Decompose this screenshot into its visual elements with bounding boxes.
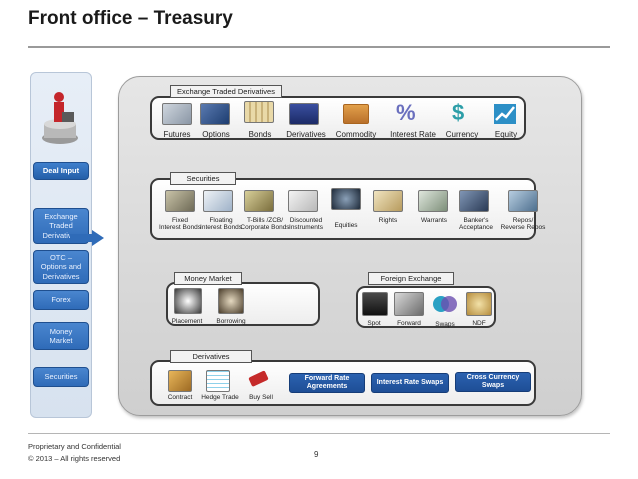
discounted-instruments-label: Discounted Instruments [289,217,323,232]
forward-rate-agreements-button[interactable]: Forward Rate Agreements [289,373,365,393]
futures-label: Futures [163,130,191,139]
repos-icon[interactable] [508,190,538,212]
placement-icon[interactable] [174,288,202,314]
warrants-label: Warrants [420,217,448,224]
person-at-desk-icon [42,92,78,144]
borrowing-label: Borrowing [216,318,246,325]
dollar-icon[interactable]: $ [452,100,465,125]
floating-interest-bonds-label: Floating Interest Bonds [200,217,242,232]
ndf-label: NDF [472,320,486,327]
sidebar-item-securities[interactable]: Securities [33,367,89,387]
spot-label: Spot [367,320,381,327]
rights-icon[interactable] [373,190,403,212]
arrow-stem [70,234,94,242]
right-arrow-icon [92,230,104,246]
forward-label: Forward [397,320,421,327]
repos-label: Repos/ Reverse Repos [500,217,546,232]
section-label-derivatives: Derivatives [170,350,252,363]
percent-icon[interactable]: % [396,100,416,125]
rights-label: Rights [378,217,398,224]
fixed-interest-bonds-label: Fixed Interest Bonds [159,217,201,232]
derivatives-label: Derivatives [286,130,326,139]
buy-sell-label: Buy Sell [249,394,273,401]
cross-currency-swaps-button[interactable]: Cross Currency Swaps [455,372,531,392]
spot-icon[interactable] [362,292,388,316]
footer-text: Proprietary and Confidential © 2013 – Al… [28,441,121,465]
bankers-acceptance-icon[interactable] [459,190,489,212]
forward-icon[interactable] [394,292,424,316]
deal-input-button[interactable]: Deal Input [33,162,89,180]
title-divider [28,46,610,48]
equities-icon[interactable] [331,188,361,210]
section-label-money-market: Money Market [174,272,242,285]
futures-icon[interactable] [162,103,192,125]
placement-label: Placement [171,318,203,325]
equity-label: Equity [494,130,518,139]
borrowing-icon[interactable] [218,288,244,314]
swaps-icon[interactable] [431,292,459,316]
floating-interest-bonds-icon[interactable] [203,190,233,212]
equities-label: Equities [334,222,358,229]
section-label-exchange-traded: Exchange Traded Derivatives [170,85,282,98]
contract-label: Contract [167,394,193,401]
options-icon[interactable] [200,103,230,125]
commodity-icon[interactable] [343,104,369,124]
derivatives-icon[interactable] [289,103,319,125]
options-label: Options [202,130,230,139]
warrants-icon[interactable] [418,190,448,212]
chart-arrow-icon[interactable] [492,102,518,126]
interest-rate-label: Interest Rate [390,130,436,139]
interest-rate-swaps-button[interactable]: Interest Rate Swaps [371,373,449,393]
sidebar-item-forex[interactable]: Forex [33,290,89,310]
footer-divider [28,433,610,434]
footer-copyright: © 2013 – All rights reserved [28,454,121,463]
page-number: 9 [314,450,319,459]
t-bills-label: T-Bills /ZCB/ Corporate Bonds [240,217,290,232]
buy-sell-icon[interactable] [246,368,270,392]
section-label-securities: Securities [170,172,236,185]
footer-confidential: Proprietary and Confidential [28,442,121,451]
fixed-interest-bonds-icon[interactable] [165,190,195,212]
swaps-label: Swaps [435,321,455,328]
bonds-icon[interactable] [244,101,274,123]
commodity-label: Commodity [335,130,377,139]
bonds-label: Bonds [248,130,272,139]
section-label-foreign-exchange: Foreign Exchange [368,272,454,285]
ndf-icon[interactable] [466,292,492,316]
bankers-acceptance-label: Banker's Acceptance [459,217,493,232]
discounted-instruments-icon[interactable] [288,190,318,212]
contract-icon[interactable] [168,370,192,392]
hedge-trade-icon[interactable] [206,370,230,392]
hedge-trade-label: Hedge Trade [201,394,239,401]
sidebar-item-money-market[interactable]: Money Market [33,322,89,350]
page-title: Front office – Treasury [28,8,233,29]
currency-label: Currency [445,130,479,139]
sidebar-item-otc[interactable]: OTC – Options and Derivatives [33,250,89,284]
t-bills-icon[interactable] [244,190,274,212]
